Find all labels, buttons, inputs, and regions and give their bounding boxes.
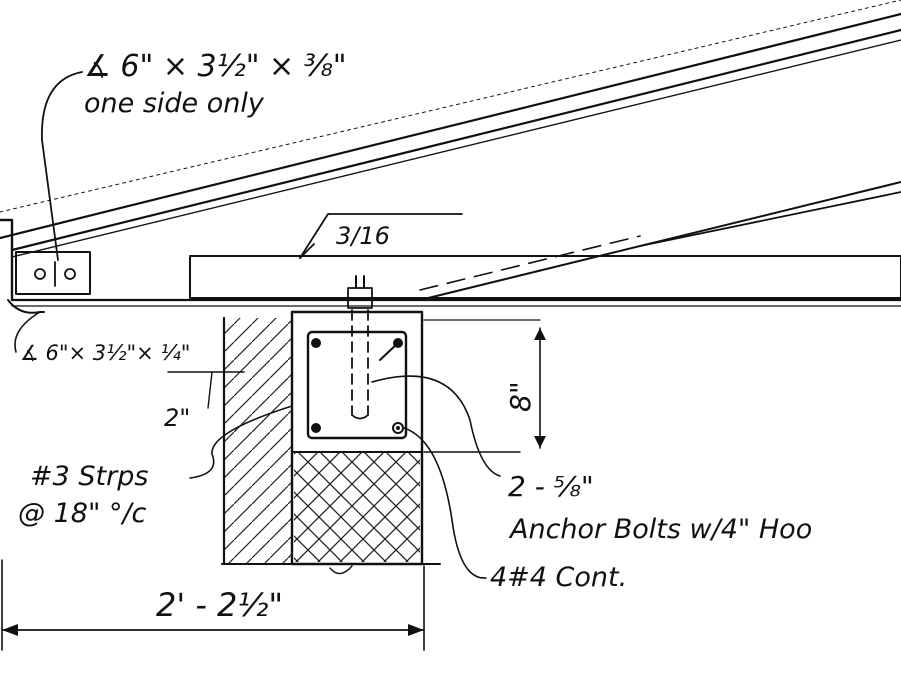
bottom-angle-label: ∡ 6"× 3½"× ¼" [20, 341, 190, 365]
stirrups-label-line1: #3 Strps [30, 461, 148, 492]
depth-label: 8" [504, 381, 537, 412]
leader-lines [14, 71, 546, 579]
top-angle-note: one side only [84, 88, 265, 119]
rebar-label: 4#4 Cont. [490, 562, 627, 593]
horizontal-beam [10, 255, 901, 307]
annotation-text: ∡ 6" × 3½" × ⅜" one side only 3/16 ∡ 6"×… [18, 49, 812, 624]
masonry-wall [222, 316, 293, 566]
bolts-label-line2: Anchor Bolts w/4" Hoo [508, 514, 812, 545]
bolts-label-line1: 2 - ⅝" [508, 470, 594, 503]
sloped-rafter [0, 0, 901, 258]
gap-label: 2" [164, 404, 190, 432]
stirrups-label-line2: @ 18" °/c [18, 498, 147, 529]
weld-label: 3/16 [336, 222, 390, 250]
anchor-bolt [347, 275, 373, 420]
width-label: 2' - 2½" [156, 586, 283, 624]
lower-sloped-member [419, 181, 901, 301]
bond-beam-pier [221, 310, 441, 566]
top-angle-label: ∡ 6" × 3½" × ⅜" [84, 49, 347, 84]
width-dimension [1, 559, 425, 651]
